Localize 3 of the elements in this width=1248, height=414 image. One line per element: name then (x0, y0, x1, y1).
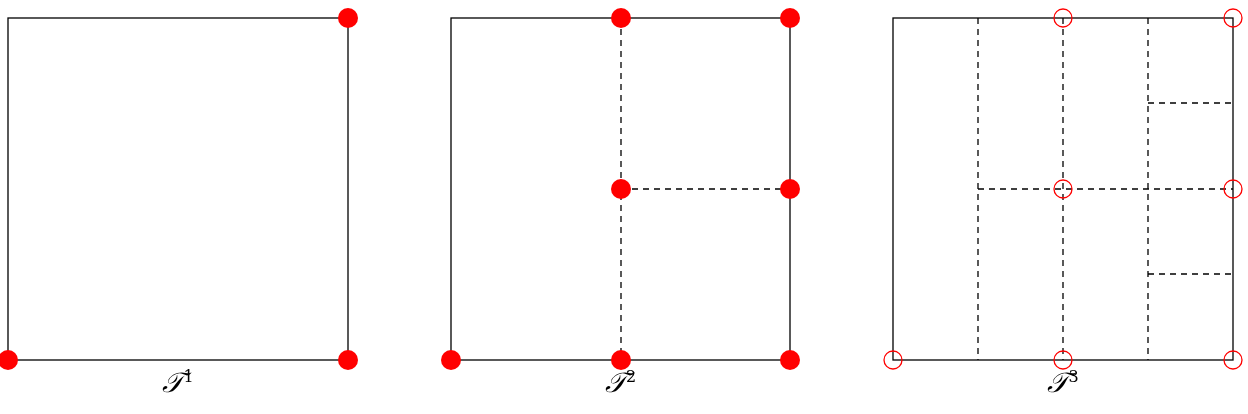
mesh-label: 𝒯$^{1}$ (162, 368, 194, 400)
mesh-label: 𝒯$^{3}$ (1047, 368, 1079, 400)
mesh-label: 𝒯$^{2}$ (604, 368, 637, 400)
